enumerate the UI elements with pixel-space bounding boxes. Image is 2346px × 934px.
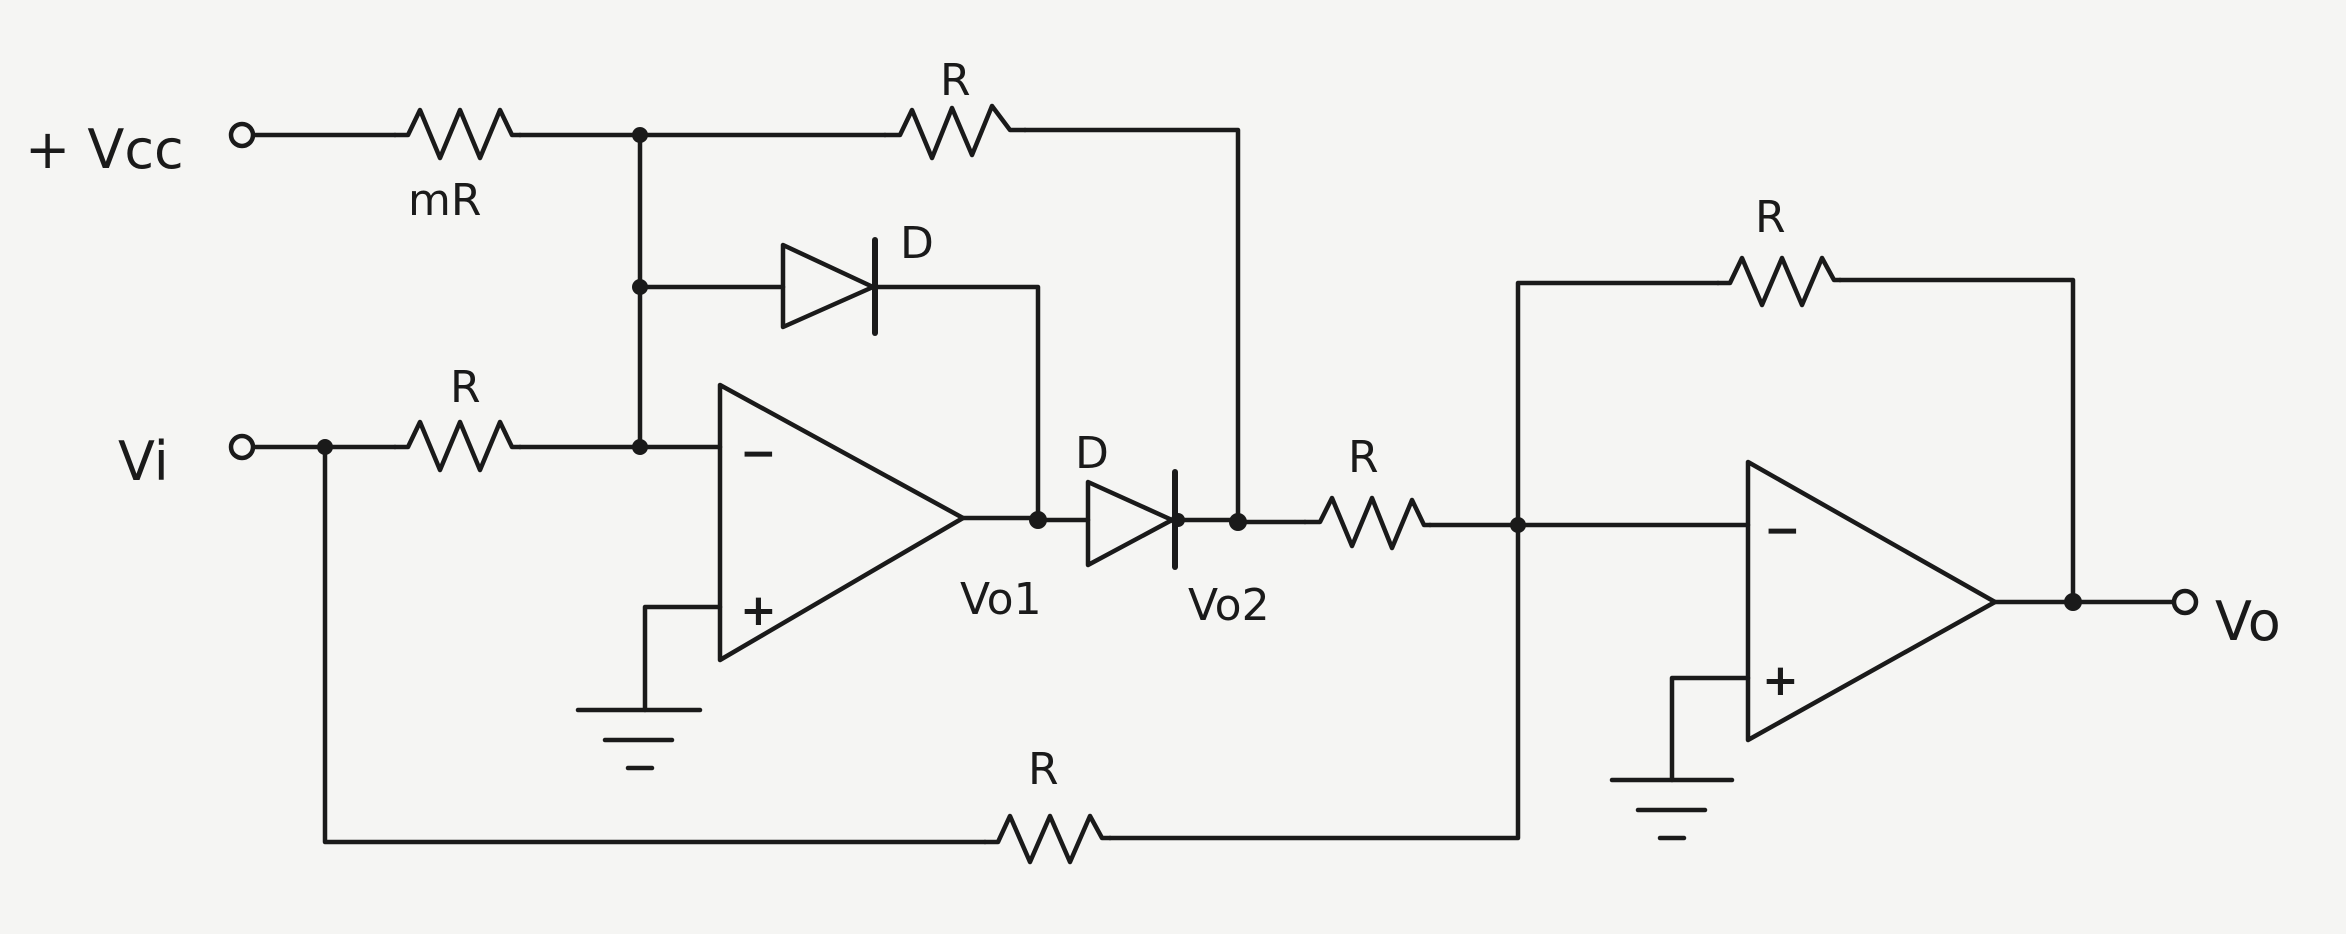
terminal-vo <box>2171 588 2199 616</box>
wire-top-r-to-right <box>1022 127 1241 525</box>
label-opamp1-plus: + <box>740 585 777 636</box>
wire-diode1-to-vo1 <box>872 284 1041 523</box>
label-resistor-top: R <box>940 55 971 106</box>
resistor-mid <box>1302 495 1433 551</box>
label-opamp2-plus: + <box>1762 655 1799 706</box>
terminal-vcc <box>228 121 256 149</box>
label-resistor-input: R <box>450 362 481 413</box>
label-diode-feedback: D <box>900 218 934 269</box>
label-resistor-feedback2: R <box>1755 192 1786 243</box>
ground-1 <box>575 707 703 771</box>
label-vo1: Vo1 <box>960 574 1042 625</box>
wire-opamp2-plus-ground <box>1669 675 1751 783</box>
label-vo: Vo <box>2215 590 2281 653</box>
wire-feedback-r2-to-output <box>1837 277 2076 605</box>
resistor-feedback2 <box>1715 255 1843 308</box>
resistor-bottom <box>982 813 1113 865</box>
diode-feedback <box>780 237 878 336</box>
opamp-1 <box>717 382 966 663</box>
label-vcc: + Vcc <box>25 118 184 181</box>
label-vi: Vi <box>118 430 169 493</box>
terminal-vi <box>228 433 256 461</box>
junction-dots <box>317 127 2082 611</box>
wire-vi-bottom-loop <box>322 444 988 845</box>
resistor-input <box>392 419 523 473</box>
ground-2 <box>1609 777 1735 841</box>
label-opamp1-minus: − <box>740 428 777 479</box>
resistor-top <box>882 103 1028 161</box>
resistor-mr <box>392 107 523 161</box>
label-resistor-mid: R <box>1348 432 1379 483</box>
label-diode-output: D <box>1075 428 1109 479</box>
wire-bottom-r-to-node <box>1107 522 1521 841</box>
diode-output <box>1085 469 1178 570</box>
label-resistor-bottom: R <box>1028 744 1059 795</box>
wire-opamp1-output <box>960 515 1091 523</box>
opamp-2 <box>1745 459 1998 743</box>
wire-opamp1-plus-ground <box>642 604 723 713</box>
wires <box>252 127 2175 845</box>
label-resistor-mr: mR <box>408 175 481 226</box>
label-opamp2-minus: − <box>1764 505 1801 556</box>
wire-summing-node-up <box>1515 280 1721 528</box>
label-vo2: Vo2 <box>1188 580 1270 631</box>
